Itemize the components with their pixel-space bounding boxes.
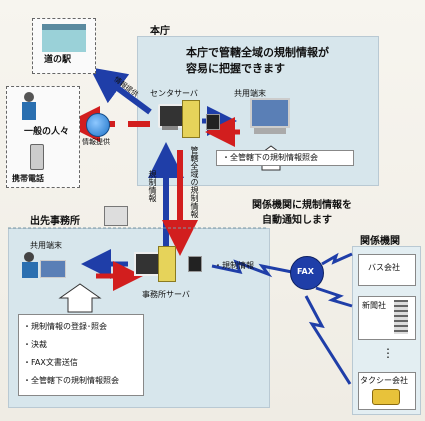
globe-icon: [86, 113, 110, 137]
fax-notice-2: 自動通知します: [262, 215, 332, 226]
taxi-company-label: タクシー会社: [360, 376, 408, 385]
regulation-info-vertical: 規制情報: [148, 170, 157, 202]
hq-headline-1: 本庁で管轄全域の規制情報が: [186, 46, 329, 59]
newspaper-label: 新聞社: [362, 301, 386, 310]
hq-query-text: ・全管轄下の規制情報照会: [222, 153, 318, 162]
office-server-icon: [134, 246, 178, 284]
office-printer-icon: [188, 256, 202, 272]
newspaper-building-icon: [394, 300, 408, 334]
fax-notice-1: 関係機関に規制情報を: [252, 200, 352, 211]
hq-shared-terminal-label: 共用端末: [234, 89, 266, 98]
office-reg-info-label: ・規制情報: [214, 261, 254, 270]
michinoeki-building-icon: [42, 24, 86, 52]
office-function-item: ・決裁: [23, 340, 47, 349]
public-person-icon: [20, 92, 36, 122]
office-function-list: ・規制情報の登録･照会 ・決裁 ・FAX文書送信 ・全管轄下の規制情報照会: [18, 314, 144, 396]
mobile-phone-icon: [30, 144, 44, 170]
hq-headline-2: 容易に把握できます: [186, 62, 285, 75]
office-big-arrow: [58, 283, 102, 313]
office-terminal-label: 共用端末: [30, 241, 62, 250]
fax-node: [290, 256, 324, 290]
public-label: 一般の人々: [24, 127, 70, 137]
bus-company-label: バス会社: [368, 263, 400, 272]
agencies-ellipsis: ⋮: [382, 346, 394, 360]
office-function-item: ・FAX文書送信: [23, 358, 78, 367]
bus-company-box: [358, 254, 416, 286]
office-function-item: ・全管轄下の規制情報照会: [23, 376, 119, 385]
lightning-fax-news: [315, 286, 353, 308]
hq-terminal-icon: [250, 98, 290, 138]
office-worker-icon: [22, 252, 74, 282]
hq-title: 本庁: [150, 26, 170, 37]
lightning-fax-taxi: [304, 295, 352, 385]
agencies-title: 関係機関: [360, 236, 400, 247]
all-regulation-vertical: 管轄全域の規制情報: [190, 146, 199, 218]
arrow-to-michinoeki: [89, 67, 152, 115]
lightning-fax-bus: [321, 252, 353, 266]
public-box: [6, 86, 80, 188]
hq-printer-icon: [206, 114, 220, 130]
center-server-icon: [158, 100, 202, 140]
mobile-phone-label: 携帯電話: [12, 174, 44, 183]
lightning-server-fax: [211, 259, 293, 278]
fax-label: FAX: [297, 267, 314, 276]
office-function-item: ・規制情報の登録･照会: [23, 322, 107, 331]
info-provision-label-bottom: 情報提供: [82, 138, 110, 146]
center-server-label: センタサーバ: [150, 89, 198, 98]
michinoeki-label: 道の駅: [44, 55, 72, 65]
office-server-label: 事務所サーバ: [142, 290, 190, 299]
office-building-icon: [104, 206, 128, 226]
office-title: 出先事務所: [30, 216, 80, 227]
hq-query-box: [216, 150, 354, 166]
taxi-icon: [372, 389, 400, 405]
